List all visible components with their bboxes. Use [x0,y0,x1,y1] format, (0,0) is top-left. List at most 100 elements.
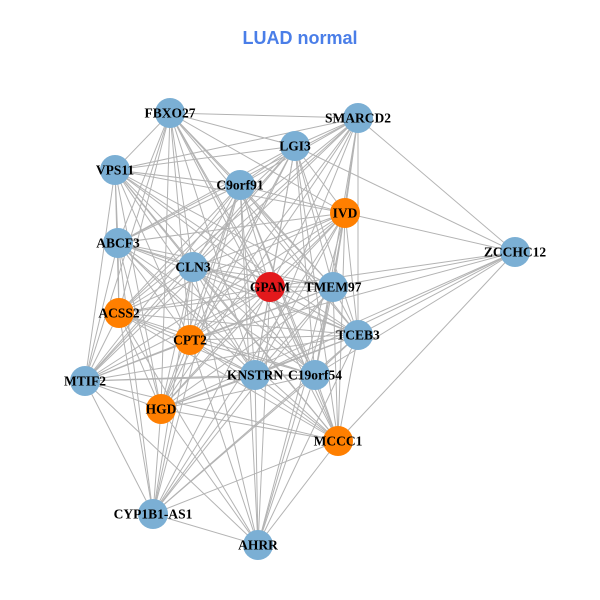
node-label: MCCC1 [314,434,363,449]
edge-FBXO27-GPAM [169,112,271,288]
edge-C9orf91-TMEM97 [239,184,334,288]
node-AHRR[interactable]: AHRR [238,530,278,560]
node-CYP1B1-AS1[interactable]: CYP1B1-AS1 [114,499,193,529]
edge-FBXO27-IVD [169,112,346,214]
node-ABCF3[interactable]: ABCF3 [96,228,140,258]
node-LGI3[interactable]: LGI3 [279,131,311,161]
edge-SMARCD2-VPS11 [114,117,359,171]
edge-FBXO27-SMARCD2 [169,112,359,119]
edge-ABCF3-MTIF2 [84,242,119,382]
node-MTIF2[interactable]: MTIF2 [64,366,106,396]
node-label: HGD [146,402,177,417]
edge-IVD-ABCF3 [117,212,346,244]
edge-MTIF2-C19orf54 [84,374,316,382]
node-circle[interactable] [330,198,360,228]
graph-title: LUAD normal [242,28,358,48]
edge-TCEB3-MTIF2 [84,334,359,382]
edge-ZCCHC12-TMEM97 [332,251,516,288]
edge-VPS11-TCEB3 [114,169,359,336]
node-circle[interactable] [255,272,285,302]
edge-layer [84,112,516,546]
node-circle[interactable] [343,320,373,350]
edge-KNSTRN-CYP1B1-AS1 [152,374,256,515]
edge-C9orf91-ACSS2 [118,184,241,314]
edge-FBXO27-LGI3 [169,112,296,147]
edge-TMEM97-ACSS2 [118,286,334,314]
node-label: LGI3 [279,139,311,154]
edge-C19orf54-AHRR [257,374,316,546]
edge-IVD-MTIF2 [84,212,346,382]
node-circle[interactable] [500,237,530,267]
node-circle[interactable] [100,155,130,185]
node-FBXO27[interactable]: FBXO27 [144,98,196,128]
node-CPT2[interactable]: CPT2 [173,325,207,355]
edge-IVD-TCEB3 [344,212,359,336]
node-GPAM[interactable]: GPAM [250,272,290,302]
edge-TMEM97-HGD [160,286,334,410]
edge-TCEB3-AHRR [257,334,359,546]
edge-CPT2-AHRR [189,339,259,546]
edge-FBXO27-ABCF3 [117,112,171,244]
node-circle[interactable] [175,325,205,355]
edge-LGI3-VPS11 [114,145,296,171]
node-circle[interactable] [343,103,373,133]
edge-ABCF3-CYP1B1-AS1 [117,242,154,515]
node-circle[interactable] [318,272,348,302]
edge-IVD-ZCCHC12 [344,212,516,253]
node-label: C9orf91 [216,178,263,193]
node-label: IVD [333,206,358,221]
node-label: TMEM97 [305,280,362,295]
node-TCEB3[interactable]: TCEB3 [336,320,380,350]
edge-C9orf91-ABCF3 [117,184,241,244]
edge-C9orf91-IVD [239,184,346,214]
edge-CYP1B1-AS1-AHRR [152,513,259,546]
node-SMARCD2[interactable]: SMARCD2 [325,103,391,133]
edge-ZCCHC12-KNSTRN [254,251,516,376]
node-label: VPS11 [96,163,135,178]
edge-TMEM97-CYP1B1-AS1 [152,286,334,515]
node-IVD[interactable]: IVD [330,198,360,228]
edge-ABCF3-C19orf54 [117,242,316,376]
node-circle[interactable] [104,298,134,328]
edge-KNSTRN-HGD [160,374,256,410]
node-MCCC1[interactable]: MCCC1 [314,426,363,456]
edge-ACSS2-HGD [118,312,162,410]
edge-LGI3-ABCF3 [117,145,296,244]
node-circle[interactable] [243,530,273,560]
node-VPS11[interactable]: VPS11 [96,155,135,185]
node-circle[interactable] [280,131,310,161]
node-C9orf91[interactable]: C9orf91 [216,170,264,200]
node-KNSTRN[interactable]: KNSTRN [227,360,284,390]
edge-VPS11-C9orf91 [114,169,241,186]
edge-MTIF2-CYP1B1-AS1 [84,380,154,515]
node-C19orf54[interactable]: C19orf54 [288,360,342,390]
node-circle[interactable] [300,360,330,390]
edge-FBXO27-CPT2 [169,112,191,341]
edge-CPT2-MTIF2 [84,339,191,382]
edge-ACSS2-CYP1B1-AS1 [118,312,154,515]
node-CLN3[interactable]: CLN3 [175,252,211,282]
node-TMEM97[interactable]: TMEM97 [305,272,362,302]
edge-LGI3-CLN3 [192,145,296,268]
node-circle[interactable] [225,170,255,200]
edge-C9orf91-TCEB3 [239,184,359,336]
node-circle[interactable] [178,252,208,282]
node-circle[interactable] [146,394,176,424]
node-circle[interactable] [103,228,133,258]
edge-C9orf91-GPAM [239,184,271,288]
node-ZCCHC12[interactable]: ZCCHC12 [484,237,547,267]
edge-VPS11-MTIF2 [84,169,116,382]
node-circle[interactable] [138,499,168,529]
edge-SMARCD2-ACSS2 [118,117,359,314]
node-circle[interactable] [323,426,353,456]
edge-ABCF3-TCEB3 [117,242,359,336]
node-ACSS2[interactable]: ACSS2 [98,298,140,328]
edge-ACSS2-AHRR [118,312,259,546]
edge-VPS11-HGD [114,169,162,410]
node-circle[interactable] [240,360,270,390]
edge-GPAM-ACSS2 [118,286,271,314]
node-HGD[interactable]: HGD [146,394,177,424]
node-circle[interactable] [155,98,185,128]
node-circle[interactable] [70,366,100,396]
